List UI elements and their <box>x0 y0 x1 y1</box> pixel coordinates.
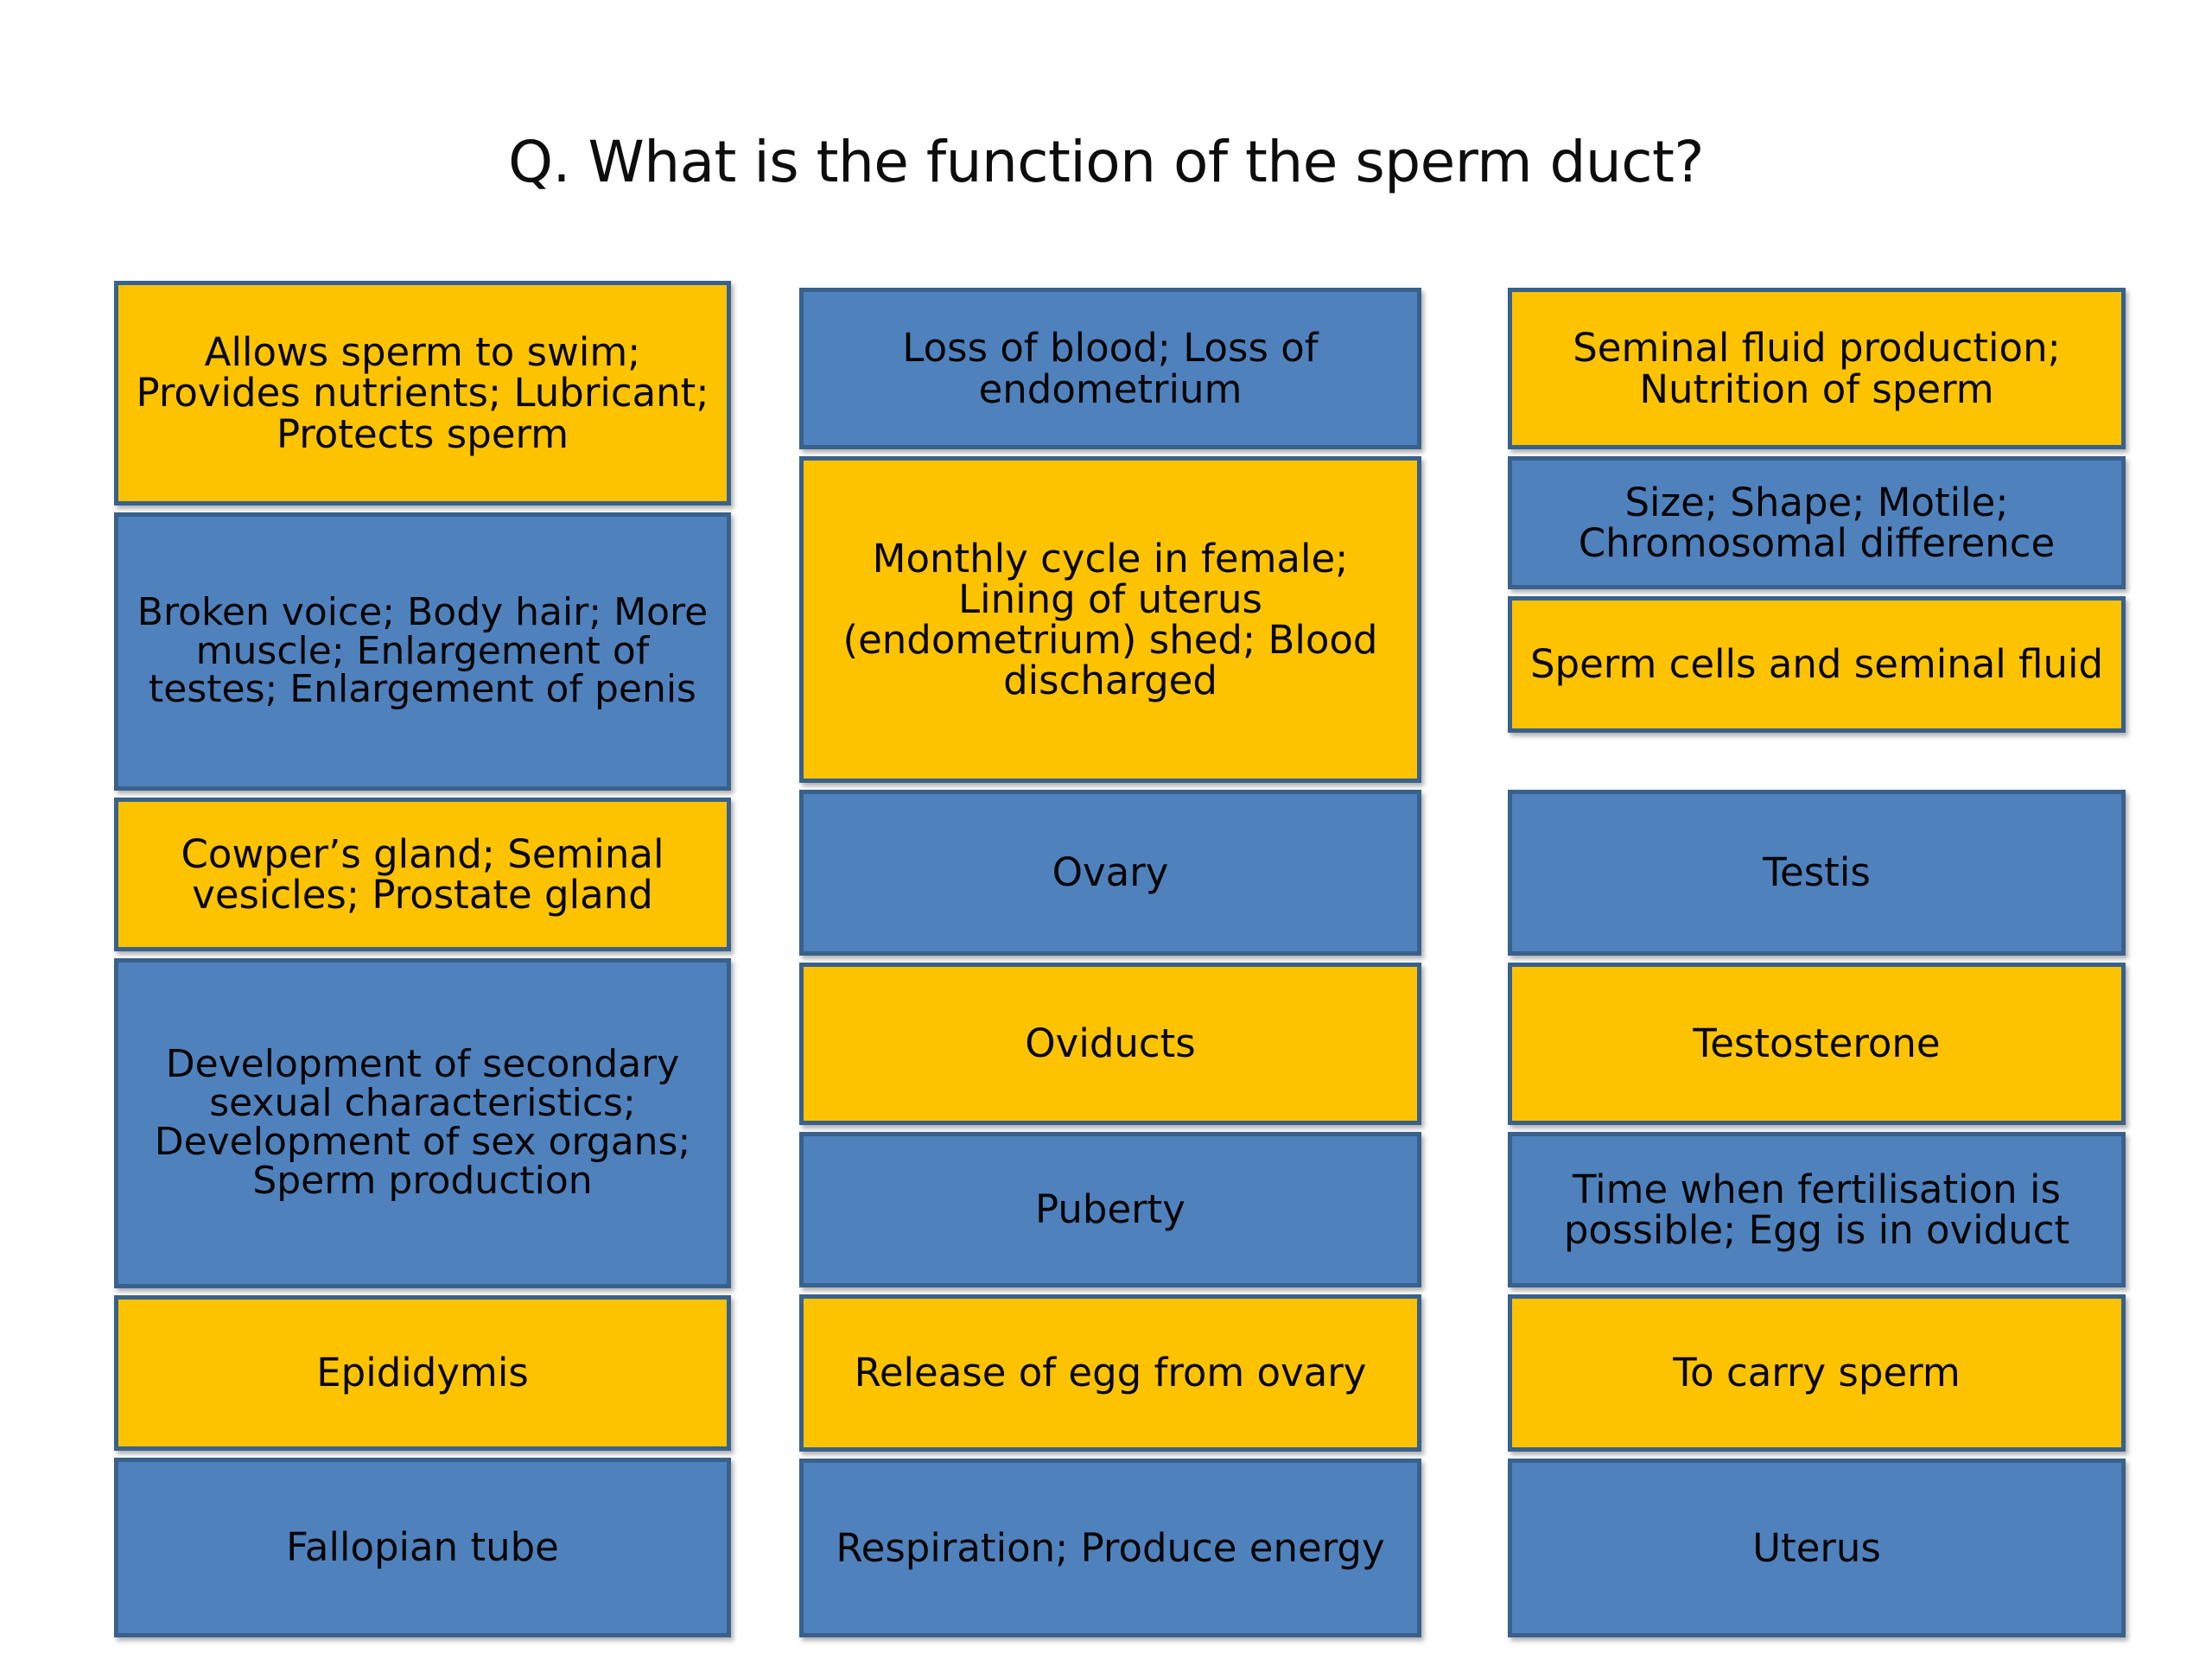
answer-column-3: Seminal fluid production; Nutrition of s… <box>1508 0 2126 1659</box>
option-label: Allows sperm to swim; Provides nutrients… <box>136 329 709 457</box>
option-box[interactable]: Seminal fluid production; Nutrition of s… <box>1508 288 2126 449</box>
option-box[interactable]: Development of secondary sexual characte… <box>114 958 731 1288</box>
option-label: To carry sperm <box>1673 1350 1961 1396</box>
option-label: Testis <box>1763 849 1871 896</box>
option-box[interactable]: Broken voice; Body hair; More muscle; En… <box>114 512 731 791</box>
option-label: Size; Shape; Motile; Chromosomal differe… <box>1578 479 2056 566</box>
option-box[interactable]: Respiration; Produce energy <box>799 1459 1421 1637</box>
option-box[interactable]: Release of egg from ovary <box>799 1294 1421 1452</box>
option-label: Uterus <box>1752 1524 1881 1571</box>
option-box[interactable]: Epididymis <box>114 1295 731 1451</box>
option-box[interactable]: Oviducts <box>799 963 1421 1125</box>
option-label: Monthly cycle in female; Lining of uteru… <box>842 535 1378 704</box>
option-box[interactable]: Time when fertilisation is possible; Egg… <box>1508 1132 2126 1287</box>
option-label: Epididymis <box>316 1350 529 1396</box>
option-box[interactable]: Fallopian tube <box>114 1458 731 1637</box>
option-label: Respiration; Produce energy <box>836 1524 1385 1571</box>
answer-column-1: Allows sperm to swim; Provides nutrients… <box>114 0 731 1659</box>
option-box[interactable]: Testosterone <box>1508 963 2126 1125</box>
option-label: Broken voice; Body hair; More muscle; En… <box>137 589 709 712</box>
option-box[interactable]: Uterus <box>1508 1459 2126 1637</box>
option-box[interactable]: Puberty <box>799 1132 1421 1287</box>
option-label: Loss of blood; Loss of endometrium <box>902 325 1319 412</box>
option-box[interactable]: Size; Shape; Motile; Chromosomal differe… <box>1508 456 2126 589</box>
option-box[interactable]: Allows sperm to swim; Provides nutrients… <box>114 281 731 505</box>
option-box[interactable]: Loss of blood; Loss of endometrium <box>799 288 1421 449</box>
option-label: Ovary <box>1052 849 1169 896</box>
option-label: Puberty <box>1035 1186 1185 1233</box>
option-box[interactable]: To carry sperm <box>1508 1294 2126 1452</box>
option-label: Fallopian tube <box>286 1524 559 1571</box>
option-label: Release of egg from ovary <box>854 1350 1367 1396</box>
option-label: Testosterone <box>1693 1020 1941 1067</box>
option-box[interactable]: Cowper’s gland; Seminal vesicles; Prosta… <box>114 798 731 951</box>
option-label: Time when fertilisation is possible; Egg… <box>1563 1166 2070 1253</box>
option-label: Seminal fluid production; Nutrition of s… <box>1573 325 2061 412</box>
option-box[interactable]: Testis <box>1508 790 2126 956</box>
answer-column-2: Loss of blood; Loss of endometrium Month… <box>799 0 1421 1659</box>
option-label: Sperm cells and seminal fluid <box>1529 641 2104 688</box>
option-box[interactable]: Sperm cells and seminal fluid <box>1508 596 2126 733</box>
option-box[interactable]: Monthly cycle in female; Lining of uteru… <box>799 456 1421 783</box>
option-label: Oviducts <box>1025 1020 1196 1067</box>
option-label: Development of secondary sexual characte… <box>154 1042 691 1203</box>
option-box[interactable]: Ovary <box>799 790 1421 956</box>
page-title: Q. What is the function of the sperm duc… <box>508 129 1704 196</box>
option-label: Cowper’s gland; Seminal vesicles; Prosta… <box>181 830 664 918</box>
